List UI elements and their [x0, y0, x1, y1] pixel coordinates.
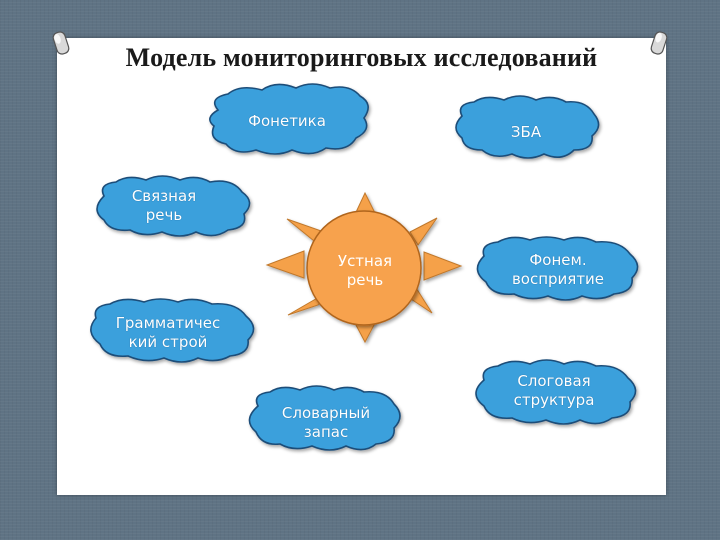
node-label-connected-speech: Связная речь: [114, 187, 214, 225]
slide-title: Модель мониторинговых исследований: [125, 43, 598, 72]
node-line: Фонетика: [248, 112, 326, 130]
node-line: Словарный: [281, 404, 371, 422]
cloud-zba: [455, 95, 600, 159]
node-line: Фонем.: [529, 251, 587, 269]
node-label-phonetics: Фонетика: [232, 112, 342, 131]
cloud-phonemic-perception: [476, 236, 639, 301]
sun-ray: [409, 217, 438, 246]
cloud-syllable-structure: [475, 359, 637, 425]
sun-shape: [306, 210, 422, 326]
sun-ray: [265, 250, 305, 279]
node-label-vocabulary: Словарный запас: [268, 404, 384, 442]
node-label-syllable-structure: Слоговая структура: [494, 372, 614, 410]
node-line: кий строй: [128, 333, 208, 351]
center-line: речь: [346, 271, 384, 289]
node-label-phonemic-perception: Фонем. восприятие: [498, 251, 618, 289]
node-label-grammar: Грамматичес кий строй: [106, 314, 230, 352]
node-line: Слоговая: [517, 372, 591, 390]
cloud-shape: [90, 83, 639, 451]
cloud-grammar: [90, 298, 255, 363]
node-line: структура: [513, 391, 595, 409]
cloud-vocabulary: [248, 385, 401, 451]
pin-icon: [650, 31, 668, 55]
node-line: речь: [145, 206, 183, 224]
node-line: ЗБА: [510, 123, 542, 141]
node-label-zba: ЗБА: [486, 123, 566, 142]
node-line: Связная: [131, 187, 197, 205]
node-line: восприятие: [511, 270, 605, 288]
cloud-phonetics: [209, 83, 369, 155]
center-line: Устная: [337, 252, 393, 270]
sun-ray: [423, 251, 463, 281]
pin-icon: [52, 31, 70, 55]
node-line: Грамматичес: [115, 314, 221, 332]
node-line: запас: [303, 423, 349, 441]
center-label-oral-speech: Устная речь: [320, 252, 410, 290]
cloud-connected-speech: [96, 175, 251, 237]
